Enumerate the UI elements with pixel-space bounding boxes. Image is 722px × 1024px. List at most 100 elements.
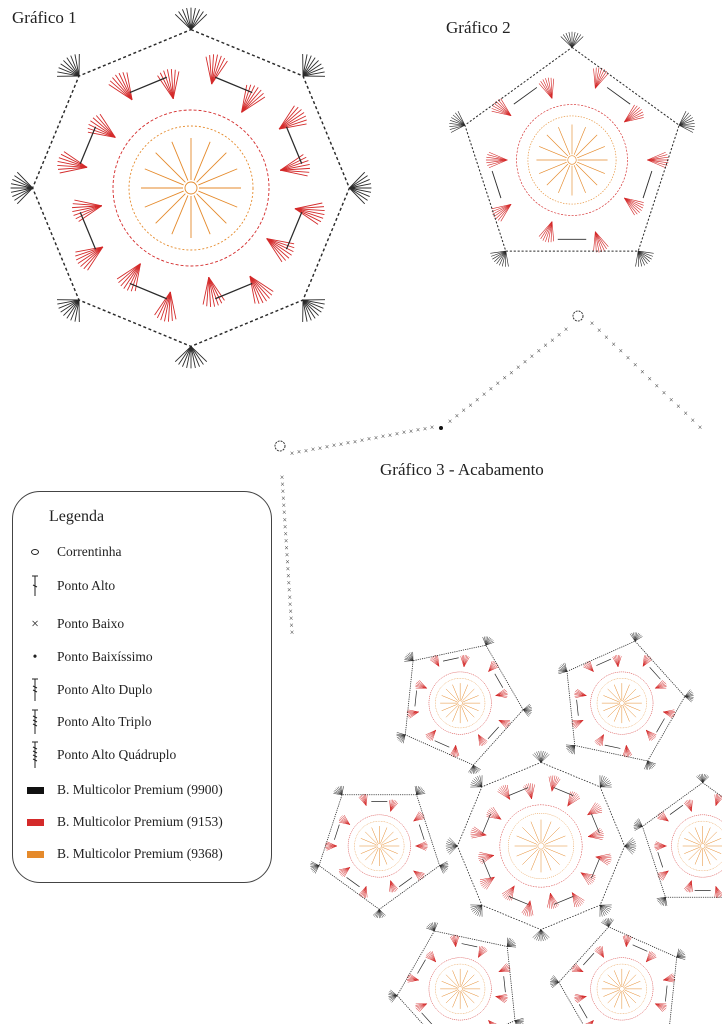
red-fan-stitch — [594, 231, 597, 253]
black-shell-stitch — [560, 36, 573, 48]
black-shell-stitch — [445, 843, 458, 847]
black-shell-stitch — [407, 653, 414, 661]
orange-stitch — [380, 827, 388, 844]
red-fan-stitch — [339, 818, 350, 825]
red-fan-stitch — [58, 157, 88, 168]
red-fan-stitch — [488, 665, 499, 672]
red-fan-stitch — [495, 694, 508, 696]
black-shell-stitch — [684, 689, 691, 697]
red-fan-stitch — [280, 167, 310, 171]
black-shell-stitch — [657, 897, 666, 903]
red-fan-stitch — [325, 842, 337, 847]
single-crochet-mark: × — [683, 409, 688, 418]
black-shell-stitch — [302, 299, 319, 316]
red-fan-stitch — [587, 829, 602, 837]
red-fan-stitch — [715, 794, 722, 806]
red-fan-stitch — [663, 979, 675, 981]
black-shell-stitch — [562, 34, 573, 48]
red-fan-stitch — [587, 804, 600, 816]
red-fan-stitch — [663, 711, 676, 715]
red-fan-stitch — [60, 153, 88, 168]
black-shell-stitch — [414, 786, 417, 795]
red-fan-stitch — [478, 734, 485, 746]
black-shell-stitch — [624, 845, 635, 853]
black-shell-stitch — [624, 839, 635, 847]
black-shell-stitch — [633, 825, 643, 827]
orange-stitch — [381, 831, 394, 844]
single-crochet-mark: × — [502, 374, 507, 383]
red-fan-stitch — [495, 995, 508, 997]
red-round — [112, 109, 270, 267]
red-fan-stitch — [596, 734, 604, 745]
red-fan-stitch — [294, 208, 322, 223]
black-shell-stitch — [647, 760, 656, 765]
red-fan-stitch — [595, 231, 609, 247]
black-shell-stitch — [302, 63, 322, 77]
red-fan-stitch — [588, 833, 604, 837]
black-tall-stitch — [482, 813, 491, 834]
black-shell-stitch — [349, 187, 372, 193]
black-shell-stitch — [379, 909, 386, 916]
red-fan-stitch — [338, 867, 350, 871]
black-shell-stitch — [302, 67, 324, 77]
red-fan-stitch — [686, 880, 692, 892]
red-fan-stitch — [595, 856, 609, 866]
red-fan-stitch — [626, 934, 628, 947]
red-fan-stitch — [478, 734, 487, 743]
red-fan-stitch — [498, 969, 511, 972]
red-fan-stitch — [415, 845, 428, 848]
orange-stitch — [544, 847, 566, 857]
red-fan-stitch — [594, 67, 597, 89]
black-shell-stitch — [634, 632, 639, 642]
black-shell-stitch — [514, 1020, 517, 1024]
red-fan-stitch — [77, 246, 104, 264]
orange-round — [354, 820, 405, 872]
red-fan-stitch — [202, 277, 210, 305]
red-fan-stitch — [87, 127, 116, 138]
single-crochet-mark: × — [475, 395, 480, 404]
red-fan-stitch — [540, 221, 553, 239]
black-shell-stitch — [550, 982, 559, 986]
red-fan-stitch — [540, 81, 553, 99]
single-crochet-mark: × — [489, 385, 494, 394]
black-shell-stitch — [566, 745, 575, 749]
red-fan-stitch — [550, 77, 553, 99]
black-chain-round — [318, 794, 441, 910]
red-fan-stitch — [488, 159, 508, 169]
red-fan-stitch — [659, 870, 669, 880]
red-fan-stitch — [169, 291, 173, 321]
red-fan-stitch — [571, 892, 576, 908]
red-fan-stitch — [715, 886, 722, 898]
black-shell-stitch — [339, 786, 343, 795]
black-shell-stitch — [638, 250, 654, 257]
red-fan-stitch — [478, 946, 482, 958]
red-fan-stitch — [498, 720, 507, 729]
black-shell-stitch — [567, 745, 575, 751]
red-round — [590, 957, 654, 1021]
red-fan-stitch — [626, 745, 628, 758]
black-shell-stitch — [558, 670, 568, 672]
red-fan-stitch — [488, 151, 508, 161]
single-crochet-mark: × — [346, 439, 351, 448]
orange-stitch — [144, 168, 184, 186]
black-shell-stitch — [349, 187, 368, 201]
orange-stitch — [603, 695, 619, 703]
black-shell-stitch — [469, 764, 474, 774]
red-fan-stitch — [595, 231, 605, 251]
chain-icon — [13, 548, 57, 556]
red-fan-stitch — [506, 784, 511, 800]
black-tall-stitch — [434, 740, 450, 748]
orange-stitch — [155, 193, 186, 224]
single-crochet-mark: × — [676, 402, 681, 411]
black-tall-stitch — [414, 690, 417, 707]
black-shell-stitch — [182, 9, 192, 30]
orange-stitch — [360, 838, 377, 846]
orange-stitch — [445, 688, 459, 702]
black-chain-round — [641, 782, 722, 898]
orange-stitch — [694, 827, 702, 844]
orange-round — [435, 678, 486, 729]
orange-round — [596, 678, 647, 729]
black-shell-stitch — [647, 760, 653, 769]
orange-stitch — [684, 846, 700, 854]
red-fan-stitch — [662, 811, 669, 822]
